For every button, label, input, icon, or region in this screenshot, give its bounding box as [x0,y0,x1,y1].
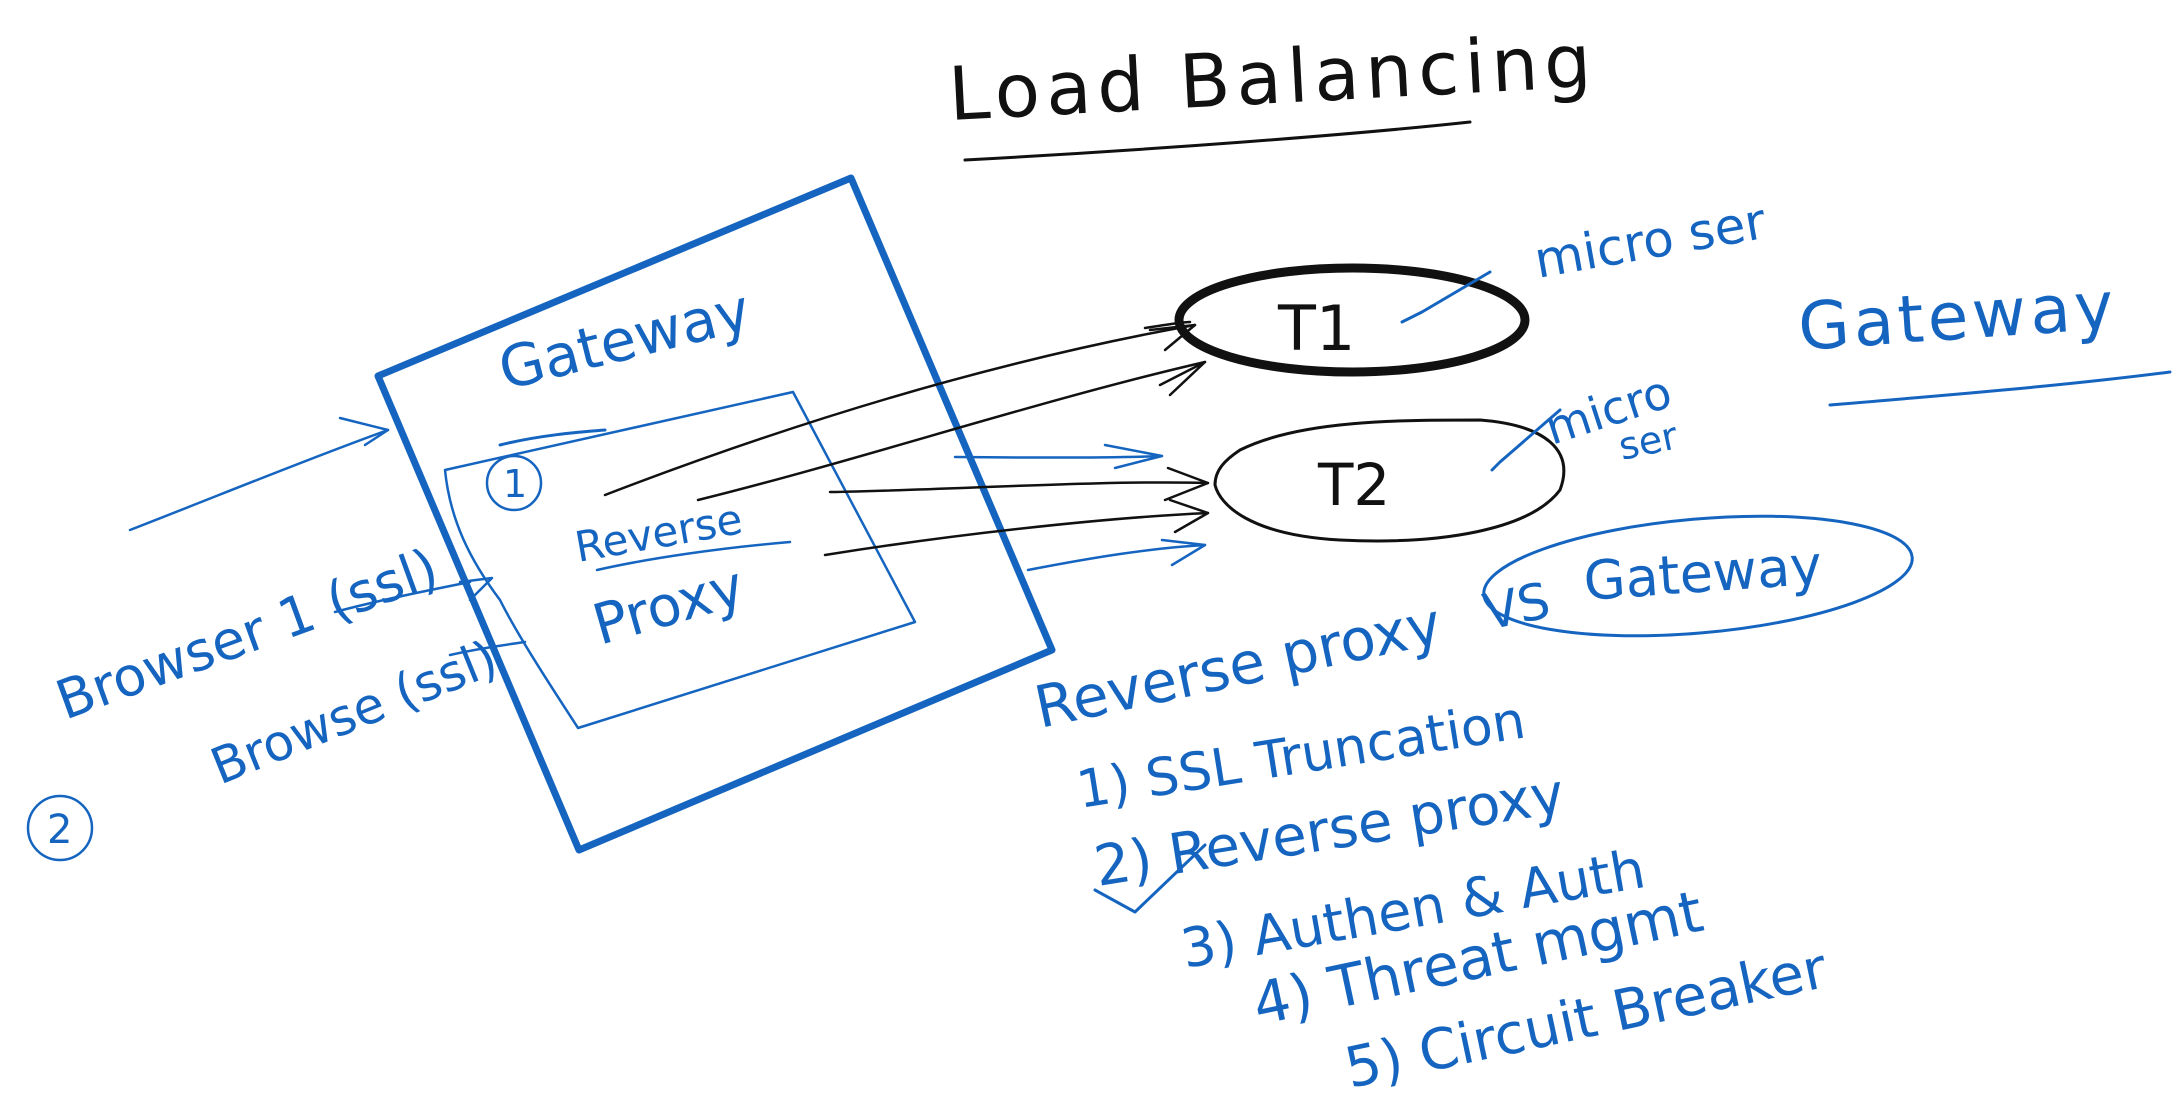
client-arrow-mid [333,580,472,614]
blue-arrow-lower-head [1160,538,1207,567]
blue-arrow-lower [1026,543,1207,572]
target-t1-note: micro ser [1530,192,1770,290]
arrow-to-t1-a [603,323,1197,497]
marker-2: 2 [47,807,72,853]
black-stroke-top [1143,320,1192,330]
title-underline [963,120,1472,162]
arrow-to-t1-b-head [1158,360,1207,397]
proxy-label: Proxy [586,554,751,659]
target-t1-label: T1 [1277,292,1355,365]
black-arrows [603,320,1210,557]
comparison-right-ellipse [1482,514,1914,638]
reverse-proxy-box [443,390,917,730]
arrow-to-t2-b [823,511,1210,557]
page-title: Load Balancing [946,18,1599,138]
comparison-right: Gateway [1582,533,1824,612]
arrow-to-t1-b [696,360,1207,502]
marker-1: 1 [503,462,527,506]
reverse-underline [595,540,792,572]
marker-circle-1 [485,454,543,512]
arrow-to-t2-b-head [1168,498,1210,534]
side-gateway-underline [1828,370,2172,407]
client-arrow-top [128,428,390,532]
target-t1-check [1400,270,1492,324]
gateway-box [374,174,1056,854]
client-arrow-top-head [338,416,390,447]
blue-arrow-upper [953,454,1164,459]
target-t2-shape [1213,418,1566,543]
marker-circle-2 [26,794,94,862]
blue-arrows [953,443,1207,572]
target-t2-label: T2 [1317,451,1390,519]
blue-arrow-upper-head [1103,443,1164,470]
arrow-to-t2-a [828,481,1210,494]
arrow-to-t1-a-head [1148,323,1197,352]
target-t1-ellipse [1174,263,1530,377]
feature-2-check [1093,843,1207,914]
client-arrow-mid-head [458,576,494,602]
gateway-label-underline [498,428,607,447]
gateway-label: Gateway [492,276,757,404]
target-t2-check [1490,408,1562,472]
client-arrow-low [448,640,527,657]
side-gateway-label: Gateway [1796,267,2120,366]
arrow-to-t2-a-head [1163,466,1210,502]
